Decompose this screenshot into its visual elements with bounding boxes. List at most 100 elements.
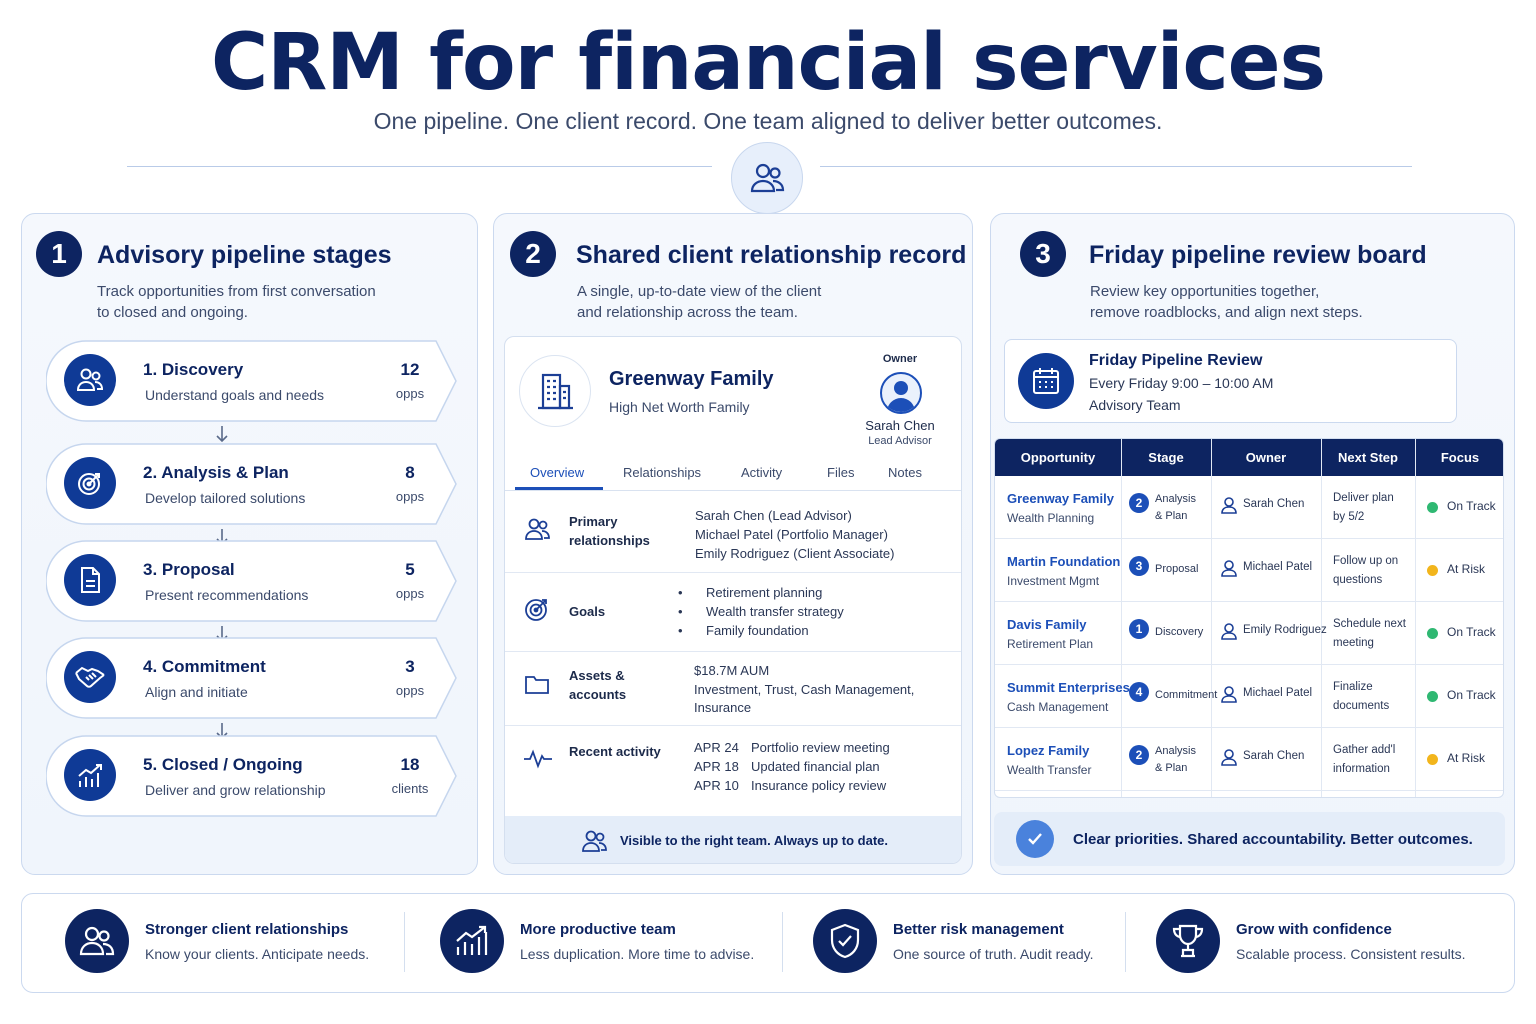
owner-name: Michael Patel <box>1243 561 1313 573</box>
next-step: Gather add'l <box>1333 744 1396 756</box>
assets-types-2: Insurance <box>694 700 752 715</box>
stage-label: & Plan <box>1155 510 1188 522</box>
stage-count-unit: clients <box>391 781 429 796</box>
stage-shape <box>46 443 457 525</box>
opportunity-type: Wealth Planning <box>1007 511 1095 525</box>
column-divider <box>1415 439 1416 797</box>
goals-row: Goals • Retirement planning • Wealth tra… <box>505 573 961 652</box>
column-header: Owner <box>1245 450 1287 465</box>
stage-count-unit: opps <box>395 683 425 698</box>
owner-name: Sarah Chen <box>865 418 935 433</box>
assets-row: Assets & accounts $18.7M AUM Investment,… <box>505 652 961 726</box>
person-icon <box>1221 749 1237 766</box>
activity-date: APR 24 <box>694 740 739 755</box>
people-icon <box>582 830 607 852</box>
tab-overview[interactable]: Overview <box>530 465 585 480</box>
stage-label: Commitment <box>1155 689 1218 701</box>
stage-desc: Develop tailored solutions <box>145 490 306 506</box>
record-desc-2: and relationship across the team. <box>577 304 798 321</box>
stage-label: Discovery <box>1155 626 1204 638</box>
handshake-icon <box>64 651 116 703</box>
stage-name: 4. Commitment <box>143 657 266 676</box>
next-step: Schedule next <box>1333 618 1406 630</box>
person-icon <box>1221 623 1237 640</box>
stage-count: 5 <box>405 560 415 579</box>
tab-activity[interactable]: Activity <box>741 465 783 480</box>
relationship-item: Emily Rodriguez (Client Associate) <box>695 546 895 561</box>
opportunity-name[interactable]: Davis Family <box>1007 617 1087 632</box>
column-header: Focus <box>1440 450 1480 465</box>
opportunity-name[interactable]: Summit Enterprises <box>1007 680 1130 695</box>
stage-count: 18 <box>400 755 420 774</box>
client-name: Greenway Family <box>609 368 774 390</box>
building-icon <box>519 355 591 427</box>
opportunity-type: Cash Management <box>1007 700 1109 714</box>
meeting-card[interactable]: Friday Pipeline Review Every Friday 9:00… <box>1004 339 1457 423</box>
review-title: Friday pipeline review board <box>1089 241 1427 269</box>
stage-shape <box>46 540 457 622</box>
benefit-title: Grow with confidence <box>1236 921 1392 938</box>
stage-number-badge: 3 <box>1129 556 1149 576</box>
benefit-divider <box>782 912 783 972</box>
focus-status: At Risk <box>1447 751 1486 765</box>
review-table: Opportunity Stage Owner Next Step Focus … <box>994 438 1504 798</box>
activity-text: Portfolio review meeting <box>751 740 890 755</box>
people-icon <box>64 354 116 406</box>
goal-item: Family foundation <box>706 623 809 638</box>
opportunity-type: Investment Mgmt <box>1007 574 1100 588</box>
review-footer: Clear priorities. Shared accountability.… <box>994 812 1505 866</box>
stage-count: 3 <box>405 657 415 676</box>
people-icon <box>525 518 550 540</box>
focus-status-dot <box>1427 691 1438 702</box>
relationships-label-1: Primary <box>569 514 618 529</box>
relationship-item: Sarah Chen (Lead Advisor) <box>695 508 852 523</box>
focus-status-dot <box>1427 565 1438 576</box>
opportunity-name[interactable]: Lopez Family <box>1007 743 1090 758</box>
opportunity-name[interactable]: Greenway Family <box>1007 491 1114 506</box>
owner-name: Michael Patel <box>1243 687 1313 699</box>
focus-status: On Track <box>1447 499 1496 513</box>
goal-bullet: • <box>678 585 683 600</box>
assets-types-1: Investment, Trust, Cash Management, <box>694 682 915 697</box>
owner-role: Lead Advisor <box>868 435 932 447</box>
stage-label: Analysis <box>1155 493 1196 505</box>
stage-desc: Align and initiate <box>145 684 248 700</box>
record-tabs: Overview Relationships Activity Files No… <box>505 457 961 491</box>
activity-date: APR 18 <box>694 759 739 774</box>
down-arrow-icon <box>215 425 229 443</box>
activity-text: Updated financial plan <box>751 759 880 774</box>
stage-name: 1. Discovery <box>143 360 244 379</box>
pipeline-title: Advisory pipeline stages <box>97 241 392 269</box>
record-footer-text: Visible to the right team. Always up to … <box>620 833 888 848</box>
owner-name: Emily Rodriguez <box>1243 624 1327 636</box>
stage-desc: Understand goals and needs <box>145 387 325 403</box>
opportunity-name[interactable]: Martin Foundation <box>1007 554 1121 569</box>
stage-name: 5. Closed / Ongoing <box>143 755 303 774</box>
record-title: Shared client relationship record <box>576 241 967 269</box>
meeting-team: Advisory Team <box>1089 397 1181 413</box>
person-icon <box>1221 497 1237 514</box>
owner-name: Sarah Chen <box>1243 498 1305 510</box>
opportunity-type: Wealth Transfer <box>1007 763 1092 777</box>
tab-files[interactable]: Files <box>827 465 855 480</box>
calendar-icon <box>1018 353 1074 409</box>
header-divider-right <box>820 166 1412 167</box>
folder-icon <box>525 676 549 694</box>
tab-relationships[interactable]: Relationships <box>623 465 702 480</box>
column-divider <box>1211 439 1212 797</box>
record-desc-1: A single, up-to-date view of the client <box>577 283 822 300</box>
tab-notes[interactable]: Notes <box>888 465 922 480</box>
pipeline-desc-1: Track opportunities from first conversat… <box>97 283 376 300</box>
owner-name: Sarah Chen <box>1243 750 1305 762</box>
focus-status-dot <box>1427 628 1438 639</box>
